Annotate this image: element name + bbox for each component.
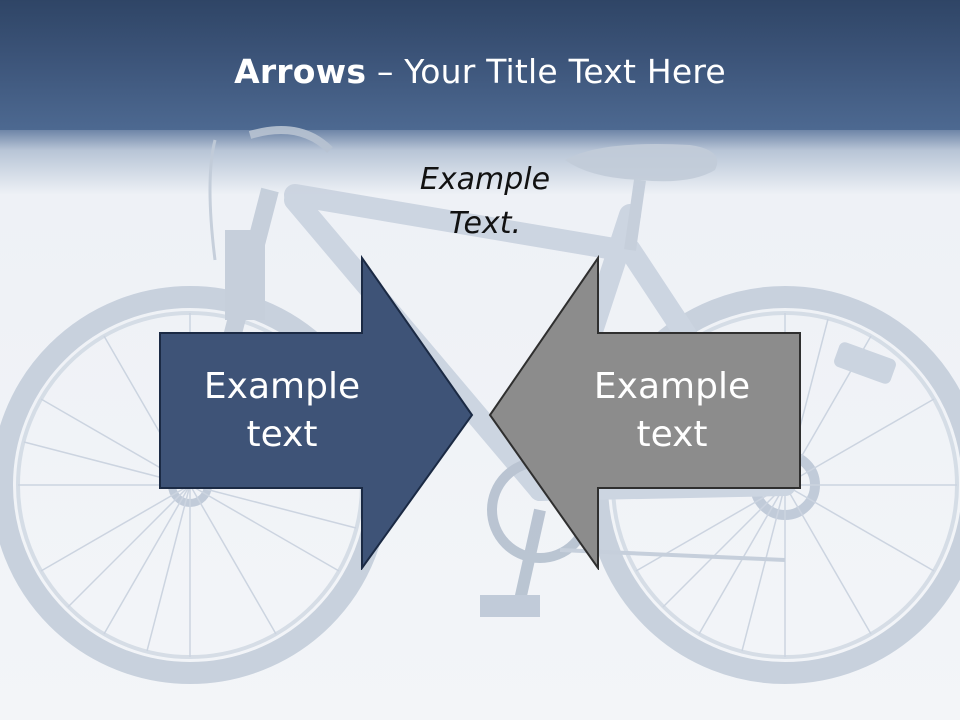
title-bold: Arrows (234, 52, 367, 91)
caption-line-2: Text. (448, 206, 522, 241)
arrow-left-pointing: Example text (480, 255, 810, 570)
slide-title: Arrows – Your Title Text Here (0, 52, 960, 91)
arrow-left-label: Example text (177, 363, 387, 459)
arrow-left-shape (159, 255, 474, 570)
arrow-right-line-1: Example (593, 366, 751, 407)
caption-line-1: Example (419, 162, 551, 197)
arrow-left-line-2: text (246, 414, 318, 455)
center-caption: Example Text. (385, 158, 585, 246)
arrow-right-shape (488, 255, 801, 570)
arrow-right-label: Example text (567, 363, 777, 459)
title-band (0, 0, 960, 130)
arrow-right-line-2: text (636, 414, 708, 455)
arrow-left-line-1: Example (203, 366, 361, 407)
title-rest: – Your Title Text Here (366, 52, 726, 91)
arrow-right-pointing: Example text (155, 255, 485, 570)
